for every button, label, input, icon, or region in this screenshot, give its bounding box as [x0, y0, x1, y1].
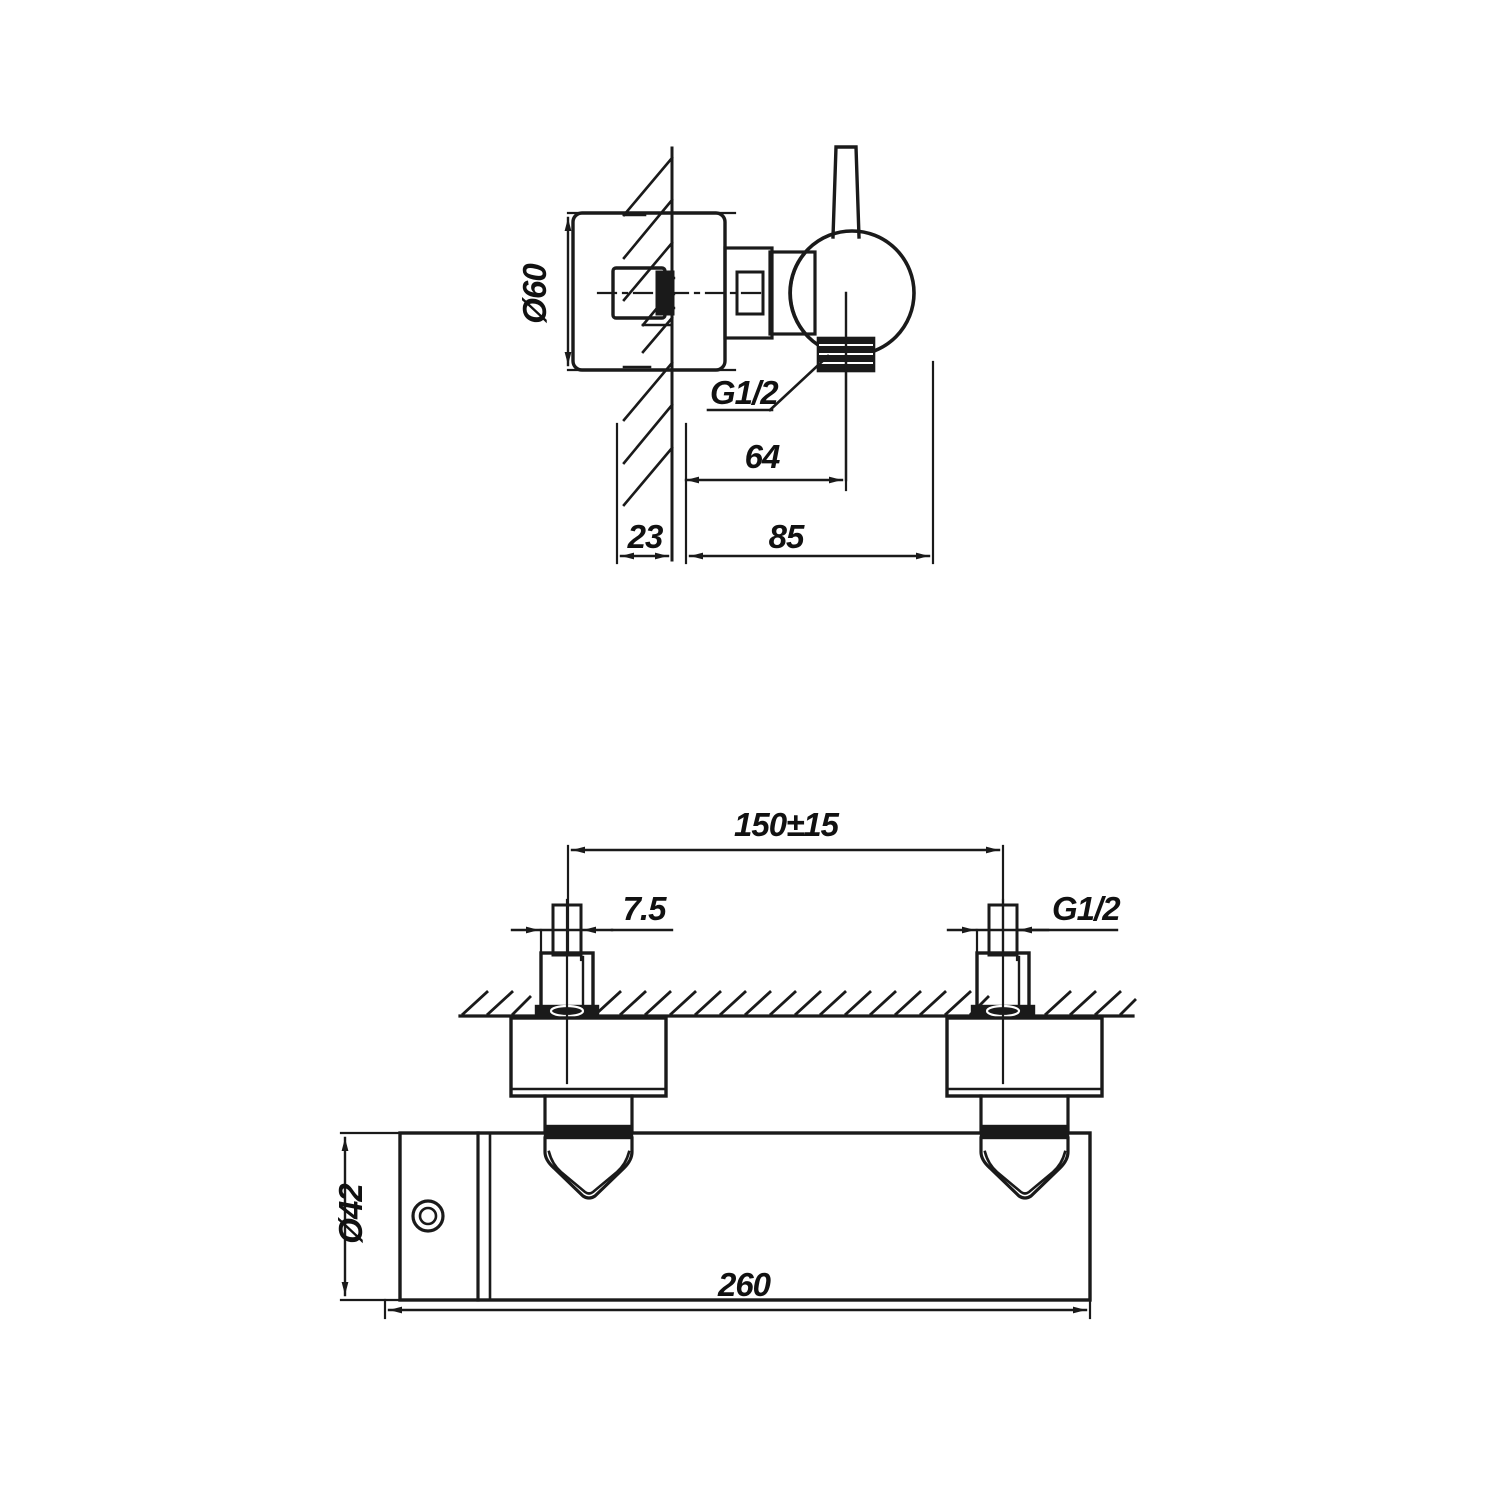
wall-hatching — [622, 156, 674, 507]
side-view-group — [564, 145, 935, 565]
ceiling-hatching — [461, 990, 1137, 1016]
right-shank — [979, 1094, 1070, 1132]
valve-body-inner-arc — [789, 249, 809, 337]
left-escutcheon-cover — [509, 1016, 668, 1098]
front-view-group — [339, 844, 1137, 1320]
dim-label-g12-bottom: G1/2 — [1052, 890, 1121, 927]
dim-label-dia42: Ø42 — [332, 1183, 369, 1244]
bar-body-screw-hole-outer — [411, 1199, 445, 1233]
left-inlet-assembly — [509, 898, 668, 1200]
g12-top-leader — [768, 354, 830, 412]
dim-label-23: 23 — [627, 518, 663, 555]
bar-body-screw-hole-inner — [418, 1206, 438, 1226]
dim-label-g12-top: G1/2 — [710, 374, 779, 411]
right-inlet-assembly — [945, 898, 1104, 1200]
dim-label-64: 64 — [745, 438, 780, 475]
dim-label-85: 85 — [769, 518, 805, 555]
bar-body — [398, 1131, 1092, 1302]
valve-stub-inner-port — [735, 270, 765, 316]
left-cone-outer — [543, 1136, 634, 1200]
right-cone-inner — [983, 1150, 1067, 1195]
lever-handle — [831, 145, 861, 239]
left-cone-inner — [547, 1150, 631, 1195]
dimension-labels: Ø60 G1/2 64 23 85 150±15 7.5 G1/2 Ø42 26… — [332, 263, 1122, 1303]
dim-label-150: 150±15 — [734, 806, 840, 843]
valve-stub-outer — [723, 246, 774, 340]
valve-neck — [768, 250, 817, 336]
dim-label-75: 7.5 — [623, 890, 668, 927]
valve-body-circle — [788, 229, 916, 357]
left-shank — [543, 1094, 634, 1132]
right-cone-outer — [979, 1136, 1070, 1200]
dim-label-260: 260 — [717, 1266, 772, 1303]
dim-label-dia60: Ø60 — [516, 263, 553, 324]
right-escutcheon-cover — [945, 1016, 1104, 1098]
